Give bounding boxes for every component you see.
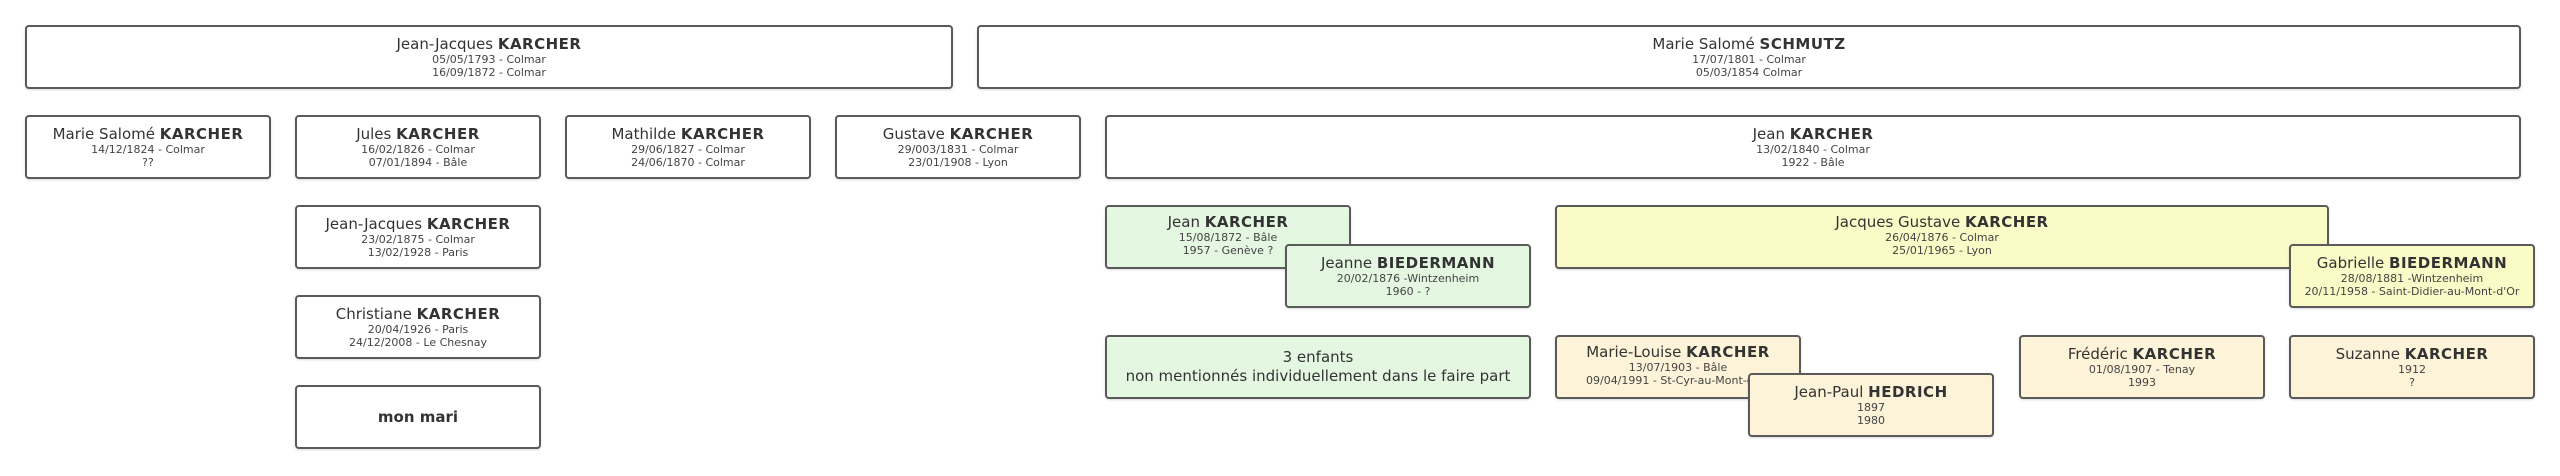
person-card-gustave-karcher[interactable]: Gustave KARCHER 29/003/1831 - Colmar 23/… (835, 115, 1081, 179)
death-info: 24/06/1870 - Colmar (631, 156, 745, 169)
person-name: Gustave KARCHER (882, 125, 1034, 143)
birth-info: 20/02/1876 -Wintzenheim (1336, 272, 1480, 285)
person-name: Marie Salomé KARCHER (52, 125, 244, 143)
person-card-marie-salome-karcher[interactable]: Marie Salomé KARCHER 14/12/1824 - Colmar… (25, 115, 271, 179)
children-note: non mentionnés individuellement dans le … (1125, 367, 1511, 385)
birth-info: 1912 (2398, 363, 2426, 376)
death-info: 1993 (2128, 376, 2156, 389)
children-count: 3 enfants (1282, 348, 1354, 366)
person-card-jean-karcher-1840[interactable]: Jean KARCHER 13/02/1840 - Colmar 1922 - … (1105, 115, 2521, 179)
person-name: Jean KARCHER (1167, 213, 1289, 231)
birth-info: 23/02/1875 - Colmar (361, 233, 475, 246)
birth-info: 15/08/1872 - Bâle (1178, 231, 1278, 244)
person-card-jacques-gustave-karcher[interactable]: Jacques Gustave KARCHER 26/04/1876 - Col… (1555, 205, 2329, 269)
person-card-jean-jacques-karcher-1875[interactable]: Jean-Jacques KARCHER 23/02/1875 - Colmar… (295, 205, 541, 269)
person-card-jeanne-biedermann[interactable]: Jeanne BIEDERMANN 20/02/1876 -Wintzenhei… (1285, 244, 1531, 308)
person-name: Jean-Jacques KARCHER (396, 35, 582, 53)
birth-info: 29/06/1827 - Colmar (631, 143, 745, 156)
birth-info: 26/04/1876 - Colmar (1885, 231, 1999, 244)
death-info: 13/02/1928 - Paris (367, 246, 469, 259)
person-name: Mathilde KARCHER (611, 125, 765, 143)
person-name: Suzanne KARCHER (2335, 345, 2489, 363)
person-name: Gabrielle BIEDERMANN (2316, 254, 2508, 272)
birth-info: 29/003/1831 - Colmar (897, 143, 1019, 156)
person-card-christiane-karcher[interactable]: Christiane KARCHER 20/04/1926 - Paris 24… (295, 295, 541, 359)
person-name: Jean KARCHER (1752, 125, 1874, 143)
death-info: 1922 - Bâle (1781, 156, 1845, 169)
death-info: 16/09/1872 - Colmar (432, 66, 546, 79)
death-info: 24/12/2008 - Le Chesnay (349, 336, 487, 349)
person-name: Marie Salomé SCHMUTZ (1652, 35, 1846, 53)
birth-info: 20/04/1926 - Paris (367, 323, 469, 336)
birth-info: 13/07/1903 - Bâle (1628, 361, 1728, 374)
death-info: ? (2409, 376, 2415, 389)
person-name: Frédéric KARCHER (2067, 345, 2217, 363)
person-card-jean-jacques-karcher-1793[interactable]: Jean-Jacques KARCHER 05/05/1793 - Colmar… (25, 25, 953, 89)
birth-info: 13/02/1840 - Colmar (1756, 143, 1870, 156)
person-card-frederic-karcher[interactable]: Frédéric KARCHER 01/08/1907 - Tenay 1993 (2019, 335, 2265, 399)
death-info: 09/04/1991 - St-Cyr-au-Mont-d'Or (1586, 374, 1770, 387)
person-card-mathilde-karcher[interactable]: Mathilde KARCHER 29/06/1827 - Colmar 24/… (565, 115, 811, 179)
children-note-card[interactable]: 3 enfants non mentionnés individuellemen… (1105, 335, 1531, 399)
person-card-mon-mari[interactable]: mon mari (295, 385, 541, 449)
person-card-jules-karcher[interactable]: Jules KARCHER 16/02/1826 - Colmar 07/01/… (295, 115, 541, 179)
person-card-marie-salome-schmutz[interactable]: Marie Salomé SCHMUTZ 17/07/1801 - Colmar… (977, 25, 2521, 89)
person-name: Jeanne BIEDERMANN (1320, 254, 1496, 272)
person-card-jean-paul-hedrich[interactable]: Jean-Paul HEDRICH 1897 1980 (1748, 373, 1994, 437)
person-name: Jean-Jacques KARCHER (325, 215, 511, 233)
person-name: Jules KARCHER (356, 125, 480, 143)
death-info: 23/01/1908 - Lyon (908, 156, 1008, 169)
person-name: Jean-Paul HEDRICH (1794, 383, 1948, 401)
birth-info: 1897 (1857, 401, 1885, 414)
birth-info: 28/08/1881 -Wintzenheim (2340, 272, 2484, 285)
person-card-jean-karcher-1872[interactable]: Jean KARCHER 15/08/1872 - Bâle 1957 - Ge… (1105, 205, 1351, 269)
death-info: ?? (142, 156, 154, 169)
death-info: 07/01/1894 - Bâle (368, 156, 468, 169)
person-label: mon mari (377, 408, 459, 426)
birth-info: 14/12/1824 - Colmar (91, 143, 205, 156)
death-info: 20/11/1958 - Saint-Didier-au-Mont-d'Or (2304, 285, 2520, 298)
birth-info: 17/07/1801 - Colmar (1692, 53, 1806, 66)
person-card-gabrielle-biedermann[interactable]: Gabrielle BIEDERMANN 28/08/1881 -Wintzen… (2289, 244, 2535, 308)
death-info: 25/01/1965 - Lyon (1892, 244, 1992, 257)
birth-info: 05/05/1793 - Colmar (432, 53, 546, 66)
death-info: 1960 - ? (1385, 285, 1431, 298)
death-info: 05/03/1854 Colmar (1695, 66, 1803, 79)
birth-info: 01/08/1907 - Tenay (2088, 363, 2196, 376)
person-name: Marie-Louise KARCHER (1586, 343, 1770, 361)
birth-info: 16/02/1826 - Colmar (361, 143, 475, 156)
person-card-suzanne-karcher[interactable]: Suzanne KARCHER 1912 ? (2289, 335, 2535, 399)
person-name: Christiane KARCHER (335, 305, 501, 323)
person-name: Jacques Gustave KARCHER (1835, 213, 2049, 231)
death-info: 1957 - Genève ? (1182, 244, 1274, 257)
death-info: 1980 (1857, 414, 1885, 427)
